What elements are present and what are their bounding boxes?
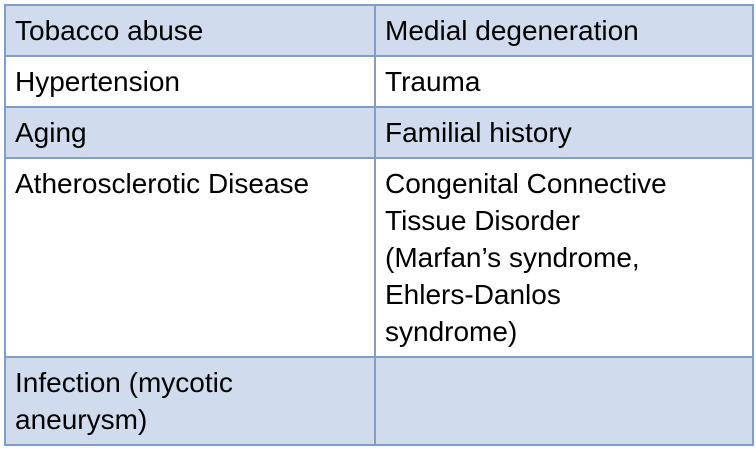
- table-row: Tobacco abuse Medial degeneration: [4, 4, 754, 57]
- table-cell: Infection (mycotic aneurysm): [4, 356, 376, 446]
- table-cell: Familial history: [374, 106, 754, 159]
- table-row: Aging Familial history: [4, 106, 754, 159]
- table-row: Infection (mycotic aneurysm): [4, 356, 754, 446]
- table-cell: Aging: [4, 106, 376, 159]
- table-row: Hypertension Trauma: [4, 55, 754, 108]
- risk-factors-table: Tobacco abuse Medial degeneration Hypert…: [4, 4, 754, 446]
- table-cell: Medial degeneration: [374, 4, 754, 57]
- table-cell: [374, 356, 754, 446]
- table-cell: Atherosclerotic Disease: [4, 157, 376, 358]
- table-cell: Hypertension: [4, 55, 376, 108]
- table-cell: Trauma: [374, 55, 754, 108]
- table-cell: Tobacco abuse: [4, 4, 376, 57]
- table-cell: Congenital Connective Tissue Disorder (M…: [374, 157, 754, 358]
- table-row: Atherosclerotic Disease Congenital Conne…: [4, 157, 754, 358]
